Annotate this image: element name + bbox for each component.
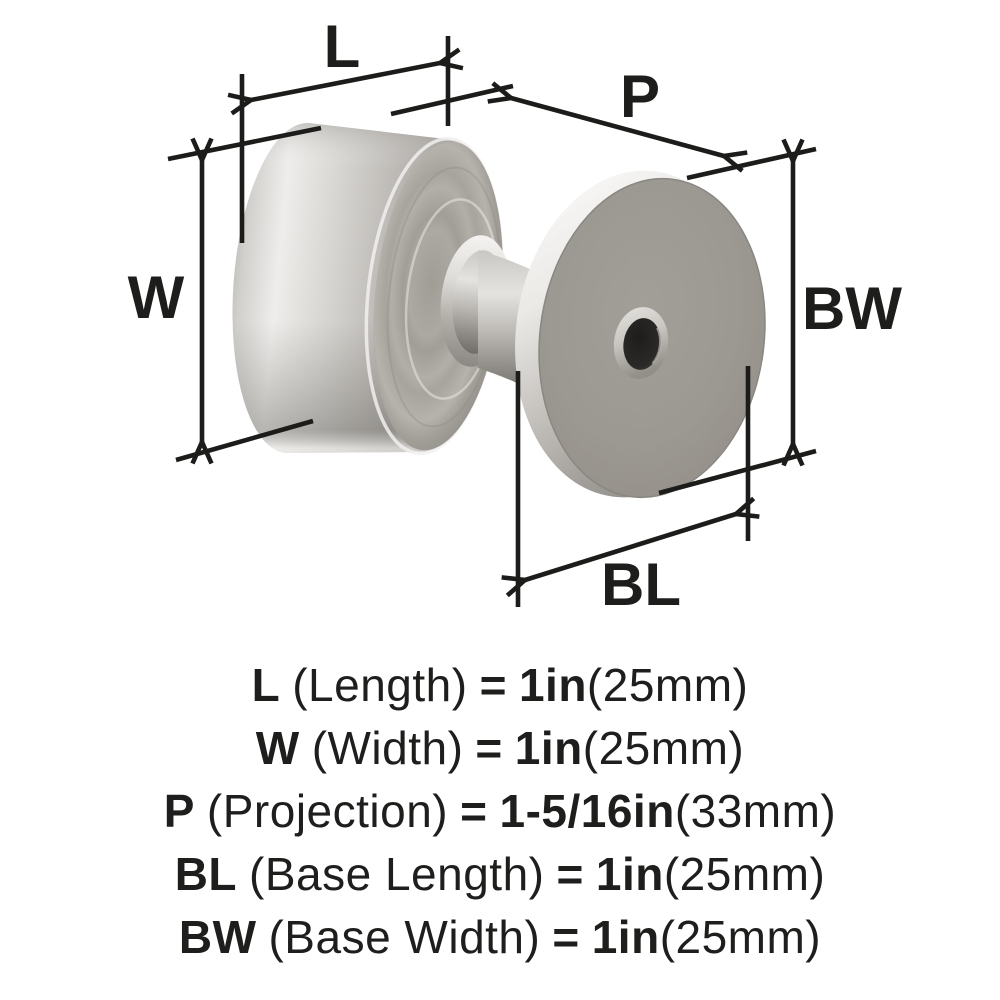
dim-label-bw: BW [802,275,902,342]
dim-bl-arrow [525,514,736,580]
spec-abbr: P [163,785,195,837]
spec-name: (Length) [292,659,468,711]
dim-l-arrow [251,63,440,100]
spec-equals: = [479,659,507,711]
dim-label-bl: BL [601,551,681,618]
spec-value: 1-5/16in [499,785,675,837]
spec-name: (Base Length) [249,848,545,900]
dimension-lines [167,36,817,607]
spec-name: (Projection) [206,785,449,837]
dim-label-w: W [128,264,185,331]
spec-line-length: L(Length)=1in(25mm) [0,654,1000,717]
spec-value: 1in [595,848,664,900]
spec-metric: (25mm) [659,911,822,963]
dim-p-arrow [511,98,724,156]
spec-value: 1in [518,659,587,711]
spec-metric: (25mm) [663,848,826,900]
spec-equals: = [556,848,584,900]
spec-metric: (33mm) [674,785,837,837]
spec-value: 1in [591,911,660,963]
spec-equals: = [460,785,488,837]
screw-hole-glint [651,327,662,365]
dim-p-tick-left [390,83,514,117]
spec-abbr: L [251,659,281,711]
spec-name: (Base Width) [268,911,541,963]
dim-label-l: L [324,13,361,80]
spec-abbr: BL [174,848,238,900]
dimension-spec-list: L(Length)=1in(25mm) W(Width)=1in(25mm) P… [0,654,1000,969]
spec-equals: = [475,722,503,774]
spec-line-base-length: BL(Base Length)=1in(25mm) [0,843,1000,906]
knob-dimension-diagram: L P W BW BL [128,13,903,618]
knob-illustration [232,122,766,499]
spec-line-width: W(Width)=1in(25mm) [0,717,1000,780]
screw-hole [623,318,661,370]
spec-name: (Width) [311,722,464,774]
spec-metric: (25mm) [582,722,745,774]
dimension-labels: L P W BW BL [128,13,903,618]
spec-value: 1in [514,722,583,774]
spec-abbr: BW [178,911,257,963]
spec-metric: (25mm) [586,659,749,711]
knob-head-back-face [373,141,503,451]
spec-equals: = [552,911,580,963]
spec-abbr: W [255,722,300,774]
spec-line-base-width: BW(Base Width)=1in(25mm) [0,906,1000,969]
knob-diagram-svg: L P W BW BL [128,13,903,618]
spec-line-projection: P(Projection)=1-5/16in(33mm) [0,780,1000,843]
dim-label-p: P [620,63,660,130]
